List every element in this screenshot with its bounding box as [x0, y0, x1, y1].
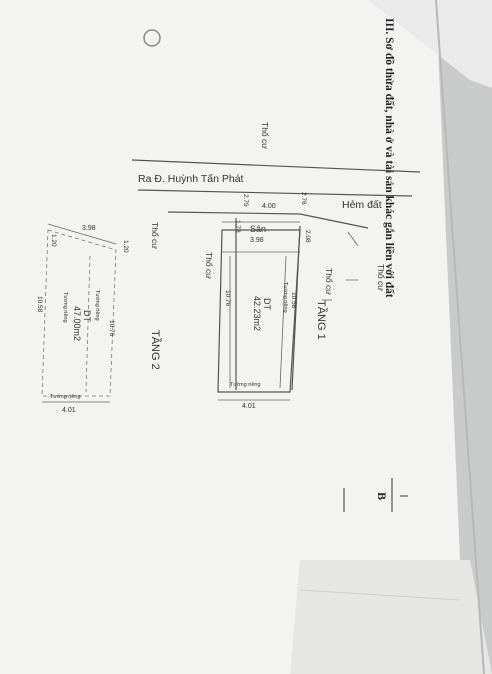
floor2-area-value: 47.00m2 [72, 306, 82, 341]
sheet-fold-line [299, 589, 461, 601]
paper-shadow [290, 560, 492, 674]
document-heading: III. Sơ đồ thửa đất, nhà ở và tài sản kh… [383, 18, 396, 298]
floor2-dim-length2: 10.58 [36, 296, 43, 313]
house-footprint [217, 229, 301, 393]
floor2-title: TẦNG 2 [149, 330, 162, 370]
floor2-dim-left: 1.20 [50, 234, 57, 247]
road-line [131, 159, 421, 173]
dim-bottom: 4.01 [242, 403, 256, 410]
party-wall-side-label: Tường riêng [282, 282, 288, 313]
section-marker: B [375, 492, 389, 500]
property-frontline [137, 189, 413, 197]
floor2-dim-top-label: 3.98 [82, 225, 96, 232]
floor2-area-caption: DT [82, 310, 92, 322]
area-caption: DT [262, 298, 272, 310]
dim-length: 10.58 [290, 292, 297, 309]
floor2-party-wall-top: Tường riêng [62, 292, 68, 323]
dim-left-inner: 1.78 [234, 220, 241, 233]
floor2-dim-length: 10.76 [108, 320, 115, 337]
floor2-footprint [41, 229, 117, 397]
road-label: Ra Đ. Huỳnh Tấn Phát [138, 173, 244, 185]
floor2-dim-bottom-label: 4.01 [62, 407, 76, 414]
dim-far-left: 2.79 [242, 194, 249, 207]
floor2-dim-top [47, 223, 117, 245]
arrow-tick-top [347, 231, 359, 247]
area-value: 42.23m2 [252, 296, 262, 331]
dim-left-outer: 2.76 [300, 192, 307, 205]
neighbor-right2-label: Thổ cư [204, 252, 214, 279]
alley-label: Hẻm đất [342, 199, 382, 211]
neighbor-below-road-label: Thổ cư [150, 222, 160, 249]
dim-top: 4.00 [262, 203, 276, 210]
lot-top-edge [167, 211, 301, 215]
floor1-plan: TẦNG 1 Ra Đ. Huỳnh Tấn Phát Hẻm đất Sân … [131, 122, 421, 410]
alley-line [299, 213, 369, 229]
neighbor-left-label: Thổ cư [260, 122, 270, 149]
floor2-party-wall-side: Tường riêng [94, 290, 100, 321]
dim-yard: 3.98 [250, 237, 264, 244]
inner-wall-line-right [279, 255, 287, 389]
floor2-dim-right: 1.20 [122, 240, 129, 253]
yard-label: Sân [250, 224, 266, 234]
floor2-party-wall: Tường riêng [50, 394, 81, 400]
neighbor-top-label: Thổ cư [376, 264, 386, 291]
punch-hole [143, 29, 161, 47]
party-wall-label: Tường riêng [230, 382, 261, 388]
floor2-inner-line [85, 255, 91, 393]
floor1-title: TẦNG 1 [315, 300, 328, 340]
paper-edge [435, 0, 485, 674]
dim-length2: 10.76 [224, 290, 231, 307]
neighbor-right-label: Thổ cư [324, 268, 334, 295]
top-sheet [368, 0, 492, 88]
floor2-plan: TẦNG 2 DT 47.00m2 Tường riêng Tường riên… [36, 223, 162, 414]
dim-right-inner: 2.08 [304, 230, 311, 243]
